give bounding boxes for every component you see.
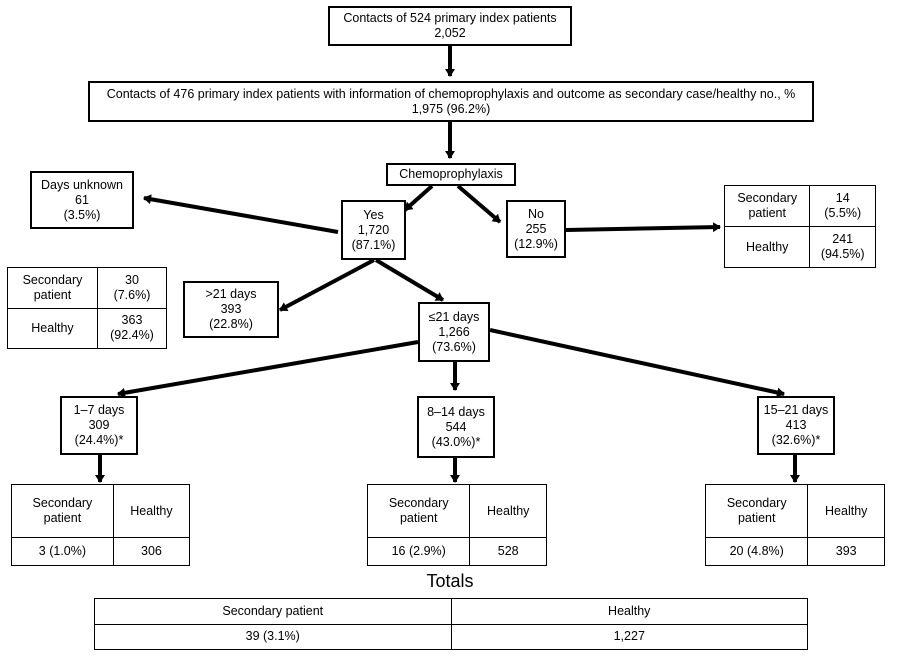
totals-title: Totals [426,571,474,591]
arrow-le21-to-d15-21 [489,328,785,398]
node-yes: Yes 1,720 (87.1%) [341,200,406,260]
table-cell: Healthy [112,483,191,539]
node-contacts-524: Contacts of 524 primary index patients 2… [328,6,572,46]
table-cell: Healthy [450,598,808,625]
node-line: 1,975 (96.2%) [411,101,491,116]
node-1-7-days: 1–7 days 309 (24.4%)* [60,396,138,455]
node-line: 393 [220,302,242,316]
table-cell: Healthy [807,483,885,539]
table-cell: 363(92.4%) [96,307,168,349]
node-no: No 255 (12.9%) [506,200,566,258]
arrow-yes-to-le21 [374,258,445,302]
table-cell: Healthy [723,226,811,268]
node-line: Days unknown [41,177,123,192]
node-line: Contacts of 476 primary index patients w… [106,86,796,101]
node-line: 15–21 days [763,403,829,417]
arrow-le21-to-d1-7 [117,340,419,398]
arrow-chemo-to-yes [403,184,434,212]
node-15-21-days: 15–21 days 413 (32.6%)* [757,396,835,455]
arrow-yes-to-gt21 [279,258,375,312]
node-gt21-days: >21 days 393 (22.8%) [183,281,279,338]
node-line: (43.0%)* [431,434,481,449]
node-line: 413 [785,418,807,432]
node-line: 1,720 [357,222,390,237]
node-line: Contacts of 524 primary index patients [343,11,557,25]
node-line: (87.1%) [351,237,396,252]
arrow-no-to-table [565,222,721,233]
node-line: 1,266 [438,324,470,339]
node-line: 2,052 [434,26,466,40]
node-chemoprophylaxis: Chemoprophylaxis [386,163,516,186]
node-line: ≤21 days [428,309,480,324]
node-line: (12.9%) [514,236,558,251]
node-contacts-476: Contacts of 476 primary index patients w… [88,81,814,122]
node-days-unknown: Days unknown 61 (3.5%) [30,171,134,229]
node-line: (3.5%) [63,207,101,222]
totals-table: Secondary patient Healthy 39 (3.1%) 1,22… [94,598,808,650]
node-line: (32.6%)* [771,433,821,447]
table-cell: 39 (3.1%) [94,623,452,650]
arrow-chemo-to-no [456,184,502,224]
table-cell: Healthy [469,483,547,539]
node-line: (24.4%)* [74,433,124,447]
table-cell: Healthy [7,307,98,349]
table-cell: 30(7.6%) [96,267,168,309]
node-line: 309 [88,418,110,432]
node-line: Chemoprophylaxis [399,167,503,181]
node-line: (73.6%) [432,339,476,354]
table-cell: 20 (4.8%) [704,537,809,566]
table-cell: 3 (1.0%) [11,537,114,566]
table-cell: 393 [807,537,885,566]
table-cell: 16 (2.9%) [366,537,471,566]
node-line: (22.8%) [209,317,253,331]
table-cell: 14(5.5%) [809,185,876,227]
table-cell: 528 [469,537,547,566]
node-line: No [528,206,544,221]
table-cell: 1,227 [450,623,808,650]
node-le21-days: ≤21 days 1,266 (73.6%) [418,302,490,362]
node-line: 61 [75,192,89,207]
table-cell: 306 [112,537,191,566]
node-8-14-days: 8–14 days 544 (43.0%)* [417,396,495,458]
node-line: 255 [525,221,547,236]
arrow-yes-to-days-unknown [143,194,339,234]
node-line: 544 [445,419,467,434]
node-line: Yes [363,207,384,222]
table-cell: Secondary patient [94,598,452,625]
table-cell: 241(94.5%) [809,226,876,268]
node-line: 1–7 days [73,403,125,417]
node-line: 8–14 days [427,404,485,419]
node-line: >21 days [205,287,257,301]
